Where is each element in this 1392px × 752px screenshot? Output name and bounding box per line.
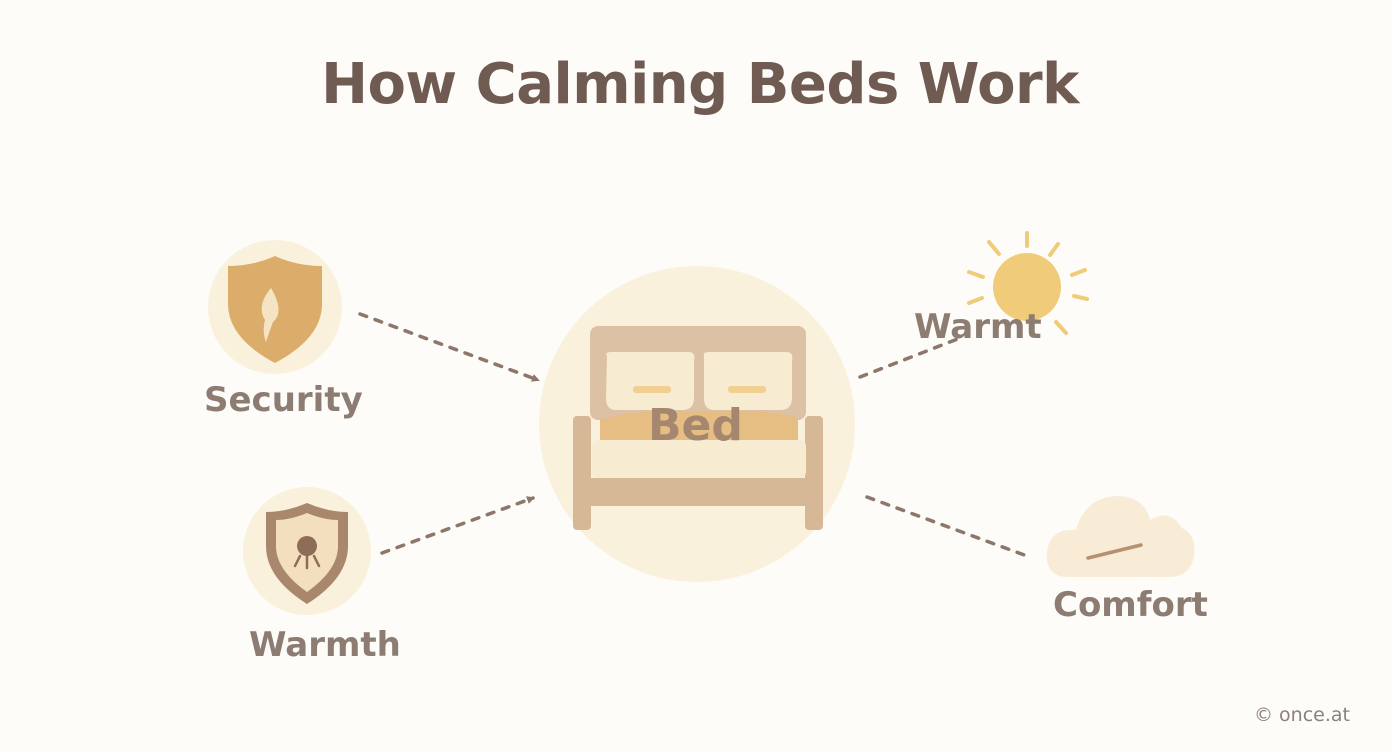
sun-icon xyxy=(967,231,1089,335)
bed-label: Bed xyxy=(648,400,743,451)
credit-text: © once.at xyxy=(1254,704,1350,726)
connector-bed-to-comfort xyxy=(865,495,1029,558)
shield-leaf-icon xyxy=(228,256,322,363)
warmt-label: Warmt xyxy=(914,307,1042,347)
security-label: Security xyxy=(204,380,363,420)
arrow-security-to-bed xyxy=(358,312,540,382)
page-title: How Calming Beds Work xyxy=(321,52,1079,117)
comfort-label: Comfort xyxy=(1053,585,1208,625)
shield-flame-icon xyxy=(266,503,348,604)
bed-icon xyxy=(573,326,823,530)
connector-bed-to-warmt xyxy=(858,336,962,379)
arrow-warmth-to-bed xyxy=(380,496,535,555)
cloud-icon xyxy=(1046,496,1195,577)
warmth-label: Warmth xyxy=(249,625,401,665)
